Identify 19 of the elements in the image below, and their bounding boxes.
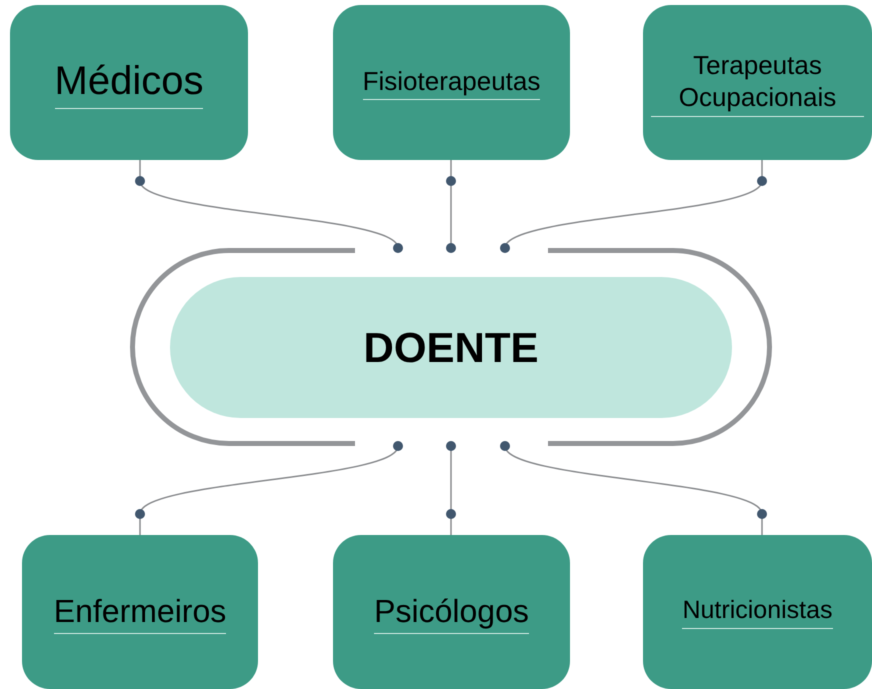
- center-label: DOENTE: [363, 323, 538, 373]
- role-box: [22, 535, 258, 689]
- role-label: Terapeutas Ocupacionais: [651, 48, 864, 116]
- role-label: Fisioterapeutas: [362, 64, 540, 100]
- connector-line: [446, 160, 456, 253]
- connector-line: [135, 441, 403, 535]
- role-box: [333, 5, 570, 160]
- role-label: Psicólogos: [374, 590, 529, 634]
- role-box: [643, 535, 872, 689]
- role-box: [10, 5, 248, 160]
- role-label: Médicos: [54, 56, 204, 109]
- role-label: Enfermeiros: [54, 590, 226, 634]
- role-label: Nutricionistas: [682, 594, 833, 630]
- connector-line: [135, 160, 403, 253]
- role-box: [643, 5, 872, 160]
- connector-line: [446, 441, 456, 535]
- connector-line: [500, 441, 767, 535]
- connector-line: [500, 160, 767, 253]
- role-box: [333, 535, 570, 689]
